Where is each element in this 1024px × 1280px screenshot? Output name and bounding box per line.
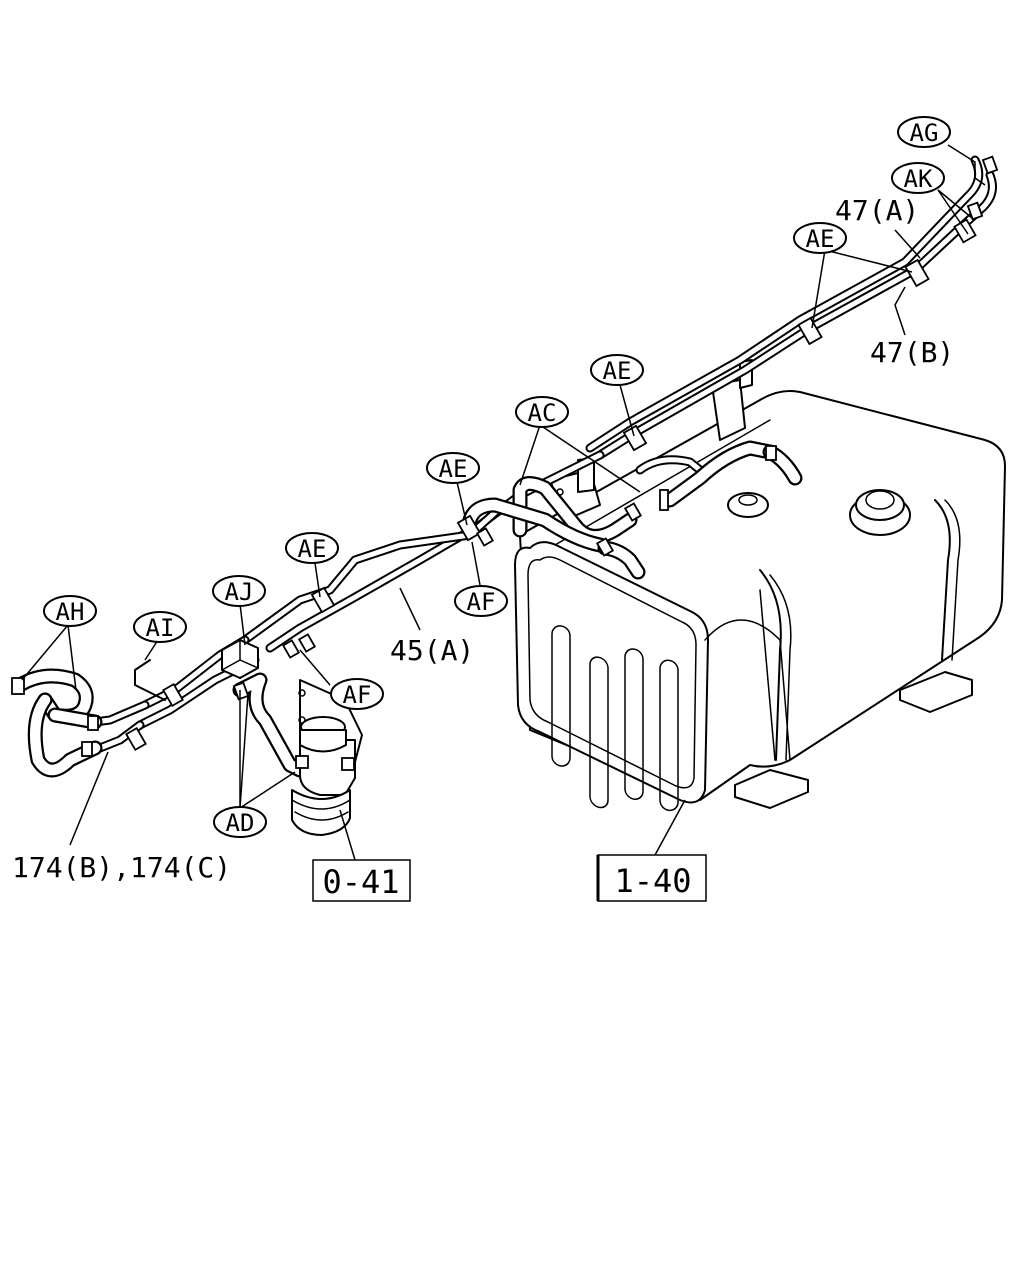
callout-ak: AK: [891, 162, 945, 194]
reference-box-tank: 1-40: [596, 854, 707, 902]
callout-ad-label: AD: [226, 809, 255, 837]
part-45a-label: 45(A): [390, 634, 474, 667]
callout-ae-left: AE: [285, 532, 339, 564]
callout-ac-label: AC: [528, 399, 557, 427]
leader-lines: [21, 144, 986, 861]
callout-ag: AG: [897, 116, 951, 148]
callout-ae-top: AE: [793, 222, 847, 254]
callout-ai-label: AI: [146, 614, 175, 642]
callout-af-center: AF: [454, 585, 508, 617]
reference-tank-label: 1-40: [614, 862, 691, 900]
callout-af-left-label: AF: [343, 681, 372, 709]
callout-aj-label: AJ: [225, 578, 254, 606]
part-47a-label: 47(A): [835, 194, 919, 227]
callout-ac: AC: [515, 396, 569, 428]
fuel-tank: [514, 390, 1006, 812]
callout-af-left: AF: [330, 678, 384, 710]
callout-ae-center-label: AE: [439, 455, 468, 483]
callout-aj: AJ: [212, 575, 266, 607]
callout-af-center-label: AF: [467, 588, 496, 616]
reference-filter-label: 0-41: [322, 863, 399, 901]
callout-ah-label: AH: [56, 598, 85, 626]
callout-ak-label: AK: [904, 165, 933, 193]
pipe-clips: [11, 155, 999, 757]
reference-box-filter: 0-41: [312, 859, 411, 902]
callout-ai: AI: [133, 611, 187, 643]
junction-block: [221, 639, 259, 679]
tank-ribs: [551, 625, 679, 812]
callout-ah: AH: [43, 595, 97, 627]
fuel-filter: [291, 679, 363, 836]
part-47b-label: 47(B): [870, 336, 954, 369]
callout-ae-center: AE: [426, 452, 480, 484]
part-174-label: 174(B),174(C): [12, 851, 231, 884]
callout-ae-left-label: AE: [298, 535, 327, 563]
callout-ae-top-label: AE: [806, 225, 835, 253]
callout-ae-mid: AE: [590, 354, 644, 386]
callout-ae-mid-label: AE: [603, 357, 632, 385]
callout-ag-label: AG: [910, 119, 939, 147]
callout-ad: AD: [213, 806, 267, 838]
